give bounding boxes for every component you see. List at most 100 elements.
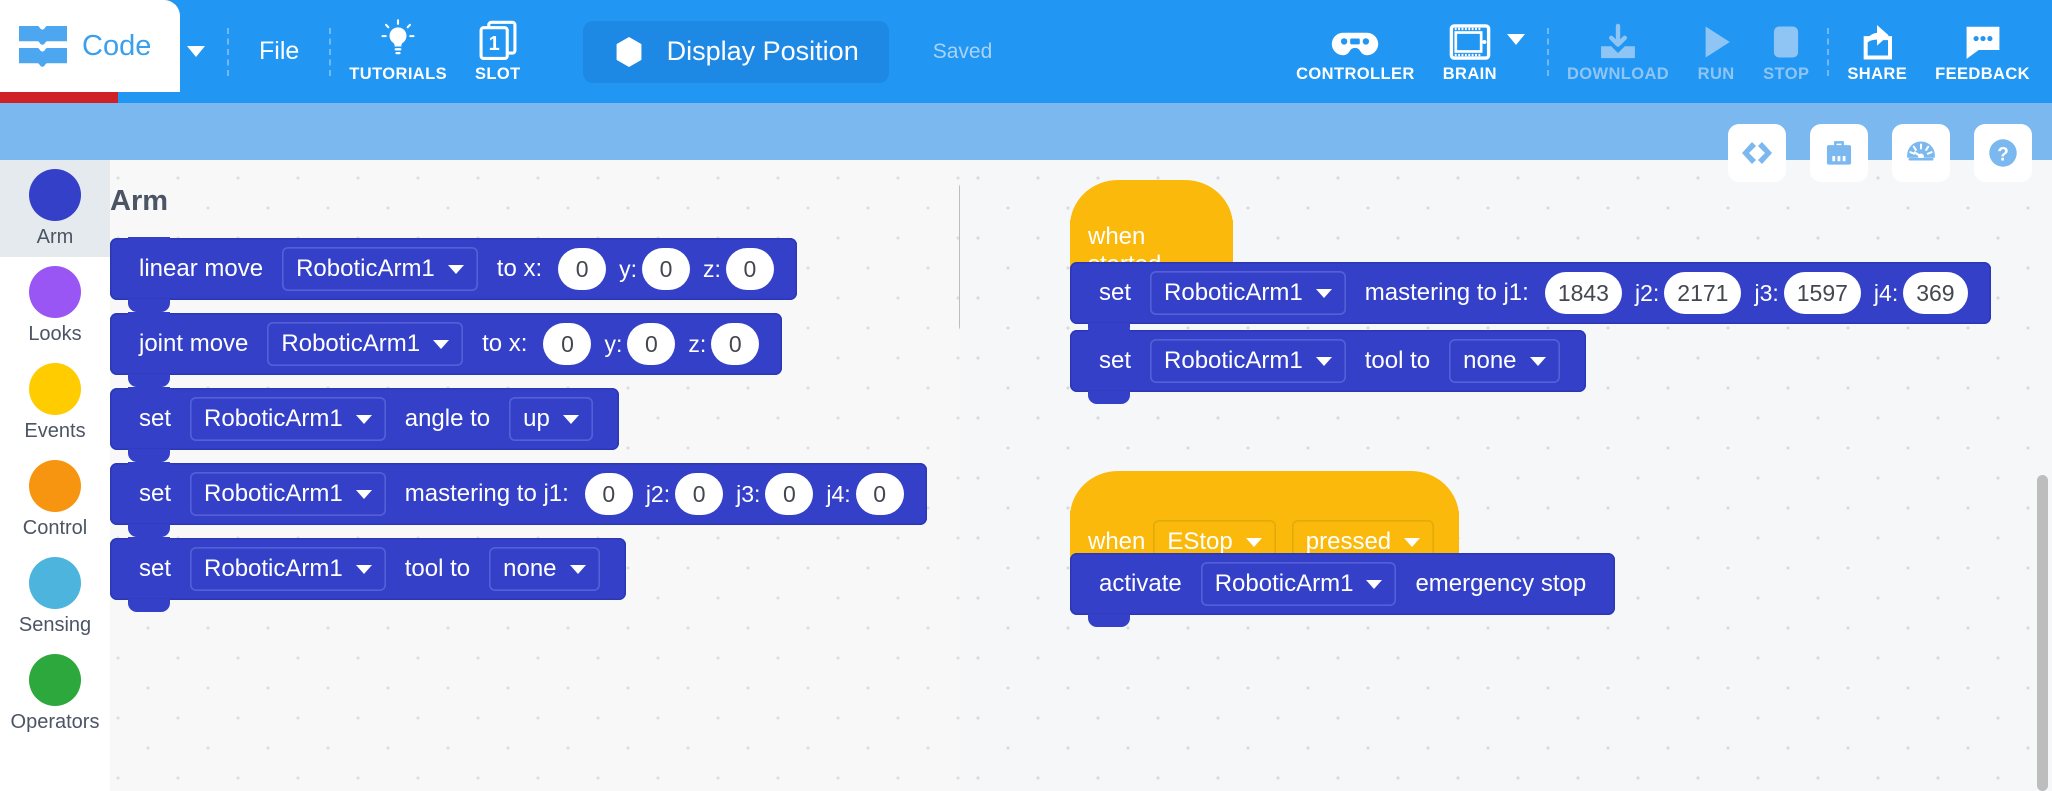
device-dropdown[interactable]: RoboticArm1	[190, 472, 386, 516]
block-label: linear move	[139, 255, 264, 282]
lightbulb-icon	[378, 19, 418, 61]
j4-value-input[interactable]: 369	[1903, 272, 1968, 314]
block-mid-label: mastering to j1:	[404, 480, 569, 507]
sidebar-item-label: Control	[22, 516, 88, 539]
chevron-down-icon	[355, 414, 372, 424]
tutorials-button[interactable]: TUTORIALS	[335, 0, 461, 103]
sidebar-item-label: Arm	[36, 225, 74, 248]
sidebar-item-arm[interactable]: Arm	[0, 160, 110, 257]
svg-text:?: ?	[1997, 144, 2009, 165]
j4-label: j4:	[826, 480, 851, 507]
category-color-dot	[29, 265, 81, 318]
device-dropdown[interactable]: RoboticArm1	[190, 397, 386, 441]
j4-value-input[interactable]: 0	[855, 473, 904, 515]
z-value-input[interactable]: 0	[725, 248, 774, 290]
palette-block-joint-move[interactable]: joint move RoboticArm1 to x: 0 y: 0 z: 0	[110, 312, 783, 387]
device-dropdown[interactable]: RoboticArm1	[1150, 271, 1346, 315]
j1-value-input[interactable]: 1843	[1544, 272, 1622, 314]
estop-state-value: pressed	[1305, 528, 1392, 555]
j1-value-input[interactable]: 0	[584, 473, 633, 515]
tool-dropdown[interactable]: none	[489, 547, 600, 591]
chevron-down-icon	[1245, 537, 1262, 547]
stop-button[interactable]: STOP	[1749, 0, 1823, 103]
j3-label: j3:	[1754, 279, 1779, 306]
device-dropdown[interactable]: RoboticArm1	[1200, 562, 1397, 606]
j3-label: j3:	[736, 480, 761, 507]
x-value-input[interactable]: 0	[558, 248, 607, 290]
tutorials-label: TUTORIALS	[349, 65, 448, 83]
y-value-input[interactable]: 0	[627, 323, 676, 365]
slot-icon: 1	[478, 19, 518, 61]
z-value-input[interactable]: 0	[711, 323, 760, 365]
feedback-button[interactable]: FEEDBACK	[1921, 0, 2044, 103]
sidebar-item-control[interactable]: Control	[0, 451, 110, 548]
toolbar-left-group: File	[118, 0, 535, 103]
x-value-input[interactable]: 0	[543, 323, 592, 365]
device-dropdown-value: RoboticArm1	[204, 555, 343, 582]
sidebar-item-operators[interactable]: Operators	[0, 645, 110, 742]
device-dropdown[interactable]: RoboticArm1	[282, 247, 478, 291]
device-dropdown[interactable]: RoboticArm1	[267, 322, 464, 366]
palette-block-set-tool[interactable]: set RoboticArm1 tool to none	[110, 537, 626, 612]
share-button[interactable]: SHARE	[1833, 0, 1921, 103]
download-button[interactable]: DOWNLOAD	[1553, 0, 1683, 103]
controller-button[interactable]: CONTROLLER	[1282, 0, 1429, 103]
j2-label: j2:	[1634, 279, 1660, 306]
sidebar-item-label: Operators	[10, 710, 100, 733]
block-mid-label: emergency stop	[1415, 570, 1587, 597]
help-icon[interactable]: ?	[1974, 124, 2032, 182]
device-dropdown[interactable]: RoboticArm1	[190, 547, 386, 591]
chevron-down-icon	[355, 489, 372, 499]
controller-label: CONTROLLER	[1296, 65, 1415, 83]
palette-block-set-mastering[interactable]: set RoboticArm1 mastering to j1: 0 j2: 0…	[110, 462, 927, 537]
slot-selector[interactable]: 1 SLOT	[461, 0, 535, 103]
palette-block-linear-move[interactable]: linear move RoboticArm1 to x: 0 y: 0 z: …	[110, 237, 797, 312]
workspace-block-set-tool[interactable]: set RoboticArm1 tool to none	[1070, 329, 1586, 404]
j3-value-input[interactable]: 1597	[1783, 272, 1861, 314]
project-name-field[interactable]: Display Position	[582, 20, 889, 83]
brain-button[interactable]: BRAIN	[1429, 0, 1501, 103]
toolbar-right-group: CONTROLLER	[1282, 0, 2052, 103]
y-value-input[interactable]: 0	[642, 248, 691, 290]
sidebar-item-events[interactable]: Events	[0, 354, 110, 451]
file-menu-button[interactable]: File	[259, 37, 300, 65]
device-dropdown-value: RoboticArm1	[1164, 347, 1303, 374]
dashboard-gauge-icon[interactable]	[1892, 124, 1950, 182]
slot-label: SLOT	[475, 65, 521, 83]
palette-block-set-angle[interactable]: set RoboticArm1 angle to up	[110, 387, 619, 462]
brain-dropdown-button[interactable]	[1501, 0, 1543, 103]
j3-value-input[interactable]: 0	[765, 473, 814, 515]
feedback-icon	[1962, 19, 2004, 61]
device-dropdown-value: RoboticArm1	[1214, 570, 1354, 597]
tab-code[interactable]: Code	[0, 0, 180, 92]
category-sidebar: Arm Looks Events Control Sensing Operato…	[0, 160, 110, 791]
block-mid-label: angle to	[404, 405, 491, 432]
device-dropdown-value: RoboticArm1	[204, 405, 343, 432]
block-label: set	[139, 480, 172, 507]
j2-value-input[interactable]: 2171	[1664, 272, 1742, 314]
stop-label: STOP	[1763, 65, 1810, 83]
block-label: set	[139, 555, 172, 582]
run-button[interactable]: RUN	[1683, 0, 1749, 103]
tab-code-label: Code	[82, 29, 152, 62]
category-color-dot	[29, 653, 81, 706]
save-status: Saved	[932, 39, 993, 63]
project-name: Display Position	[666, 36, 859, 66]
sidebar-item-label: Looks	[28, 322, 82, 345]
workspace-area: Arm Looks Events Control Sensing Operato…	[0, 160, 2052, 791]
workspace-block-set-mastering[interactable]: set RoboticArm1 mastering to j1: 1843 j2…	[1070, 262, 1991, 336]
angle-dropdown[interactable]: up	[509, 397, 593, 441]
workspace-block-activate-emergency-stop[interactable]: activate RoboticArm1 emergency stop	[1070, 553, 1616, 627]
palette-scrollbar[interactable]	[959, 182, 960, 332]
j2-value-input[interactable]: 0	[675, 473, 724, 515]
category-color-dot	[29, 362, 81, 415]
sidebar-item-looks[interactable]: Looks	[0, 257, 110, 354]
device-dropdown-value: RoboticArm1	[204, 480, 343, 507]
tool-dropdown[interactable]: none	[1449, 339, 1560, 383]
workspace-vertical-scrollbar[interactable]	[2037, 475, 2048, 791]
toolbox-icon[interactable]	[1810, 124, 1868, 182]
sidebar-item-sensing[interactable]: Sensing	[0, 548, 110, 645]
code-view-icon[interactable]	[1728, 124, 1786, 182]
device-dropdown[interactable]: RoboticArm1	[1150, 339, 1346, 383]
